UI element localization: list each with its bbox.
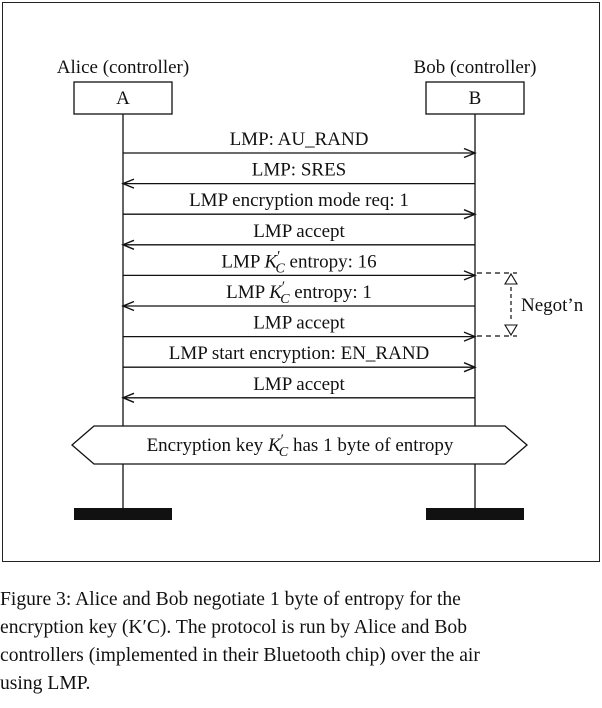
message-label: LMP start encryption: EN_RAND (169, 343, 430, 364)
bob-box-label: B (469, 88, 482, 109)
bob-role-label: Bob (controller) (414, 57, 537, 78)
message-label: LMP accept (253, 313, 345, 334)
diagram-frame (2, 2, 600, 562)
message-group: LMP: AU_RAND LMP: SRES LMP encryption mode… (121, 129, 477, 403)
message-label: LMP encryption mode req: 1 (189, 190, 409, 211)
message-arrowhead (463, 147, 477, 159)
banner-text: Encryption key K′C has 1 byte of entropy (147, 432, 454, 460)
negotiation-bottom-arrowhead (504, 324, 518, 337)
message-label: LMP: SRES (252, 160, 347, 181)
caption-line-4: using LMP. (0, 673, 91, 694)
message-arrowhead (121, 392, 135, 403)
caption-line-3: controllers (implemented in their Blueto… (0, 645, 480, 666)
message-label: LMP accept (253, 374, 345, 395)
bob-terminator (426, 508, 524, 520)
message-arrowhead (121, 239, 135, 250)
sequence-diagram: Alice (controller) Bob (controller) A B … (57, 57, 584, 520)
message-label: LMP accept (253, 221, 345, 242)
caption-line-2: encryption key (K′C). The protocol is ru… (0, 617, 468, 638)
message-arrowhead (463, 209, 477, 220)
alice-terminator (74, 508, 172, 520)
message-label: LMP K′C entropy: 1 (226, 279, 372, 307)
figure-caption: Figure 3: Alice and Bob negotiate 1 byte… (0, 586, 602, 698)
message-arrowhead (121, 178, 135, 189)
caption-line-1: Figure 3: Alice and Bob negotiate 1 byte… (0, 589, 461, 610)
message-arrowhead (463, 270, 477, 281)
banner-shape (71, 425, 528, 465)
message-arrowhead (463, 362, 477, 373)
message-label: LMP K′C entropy: 16 (221, 248, 376, 276)
message-arrowhead (121, 300, 135, 312)
message-label: LMP: AU_RAND (230, 129, 369, 150)
negotiation-top-arrowhead (504, 272, 518, 285)
negotiation-label: Negot’n (521, 295, 584, 316)
alice-box-label: A (116, 88, 130, 109)
message-arrowhead (463, 331, 477, 342)
alice-role-label: Alice (controller) (57, 57, 189, 78)
